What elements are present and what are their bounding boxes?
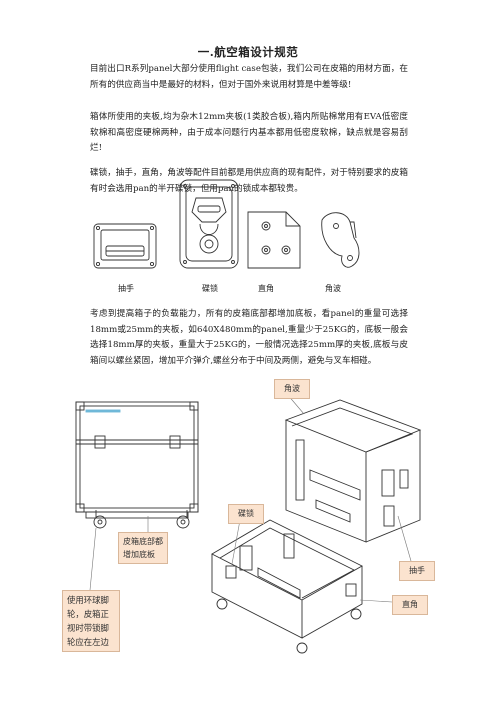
caption-angle: 角波 <box>325 284 341 293</box>
callout-angle: 角波 <box>274 379 310 399</box>
paragraph-bottom-board: 考虑到提高箱子的负载能力，所有的皮箱底部都增加底板，看panel的重量可选择18… <box>90 309 408 366</box>
caption-corner: 直角 <box>258 284 274 293</box>
paragraph-plywood: 箱体所使用的夹板,均为杂木12mm夹板(1类胶合板),箱内所贴棉常用有EVA低密… <box>90 112 408 153</box>
corner-drawing <box>247 211 301 269</box>
case-base-isometric <box>211 519 363 654</box>
callout-bottom-board: 皮箱底部都增加底板 <box>118 532 168 564</box>
closed-case-front <box>75 401 199 529</box>
callout-wheel-note: 使用环球脚轮，皮箱正视时带锁脚轮应在左边 <box>62 590 120 652</box>
lock-drawing <box>179 179 239 269</box>
callout-handle: 抽手 <box>399 561 435 581</box>
caption-handle: 抽手 <box>118 284 134 293</box>
handle-drawing <box>93 223 157 269</box>
doc-title: 一.航空箱设计规范 <box>197 45 299 59</box>
open-lid-isometric <box>284 399 422 543</box>
leader-lines <box>89 393 412 603</box>
angle-drawing <box>321 212 360 268</box>
callout-corner: 直角 <box>392 595 428 615</box>
paragraph-materials: 目前出口R系列panel大部分使用flight case包装，我们公司在皮箱的用… <box>90 64 408 90</box>
caption-lock: 碟锁 <box>202 284 218 293</box>
paragraph-accessories: 碟锁，抽手，直角，角波等配件目前都是用供应商的现有配件，对于特别要求的皮箱有时会… <box>90 168 408 194</box>
callout-lock: 碟锁 <box>228 504 264 524</box>
